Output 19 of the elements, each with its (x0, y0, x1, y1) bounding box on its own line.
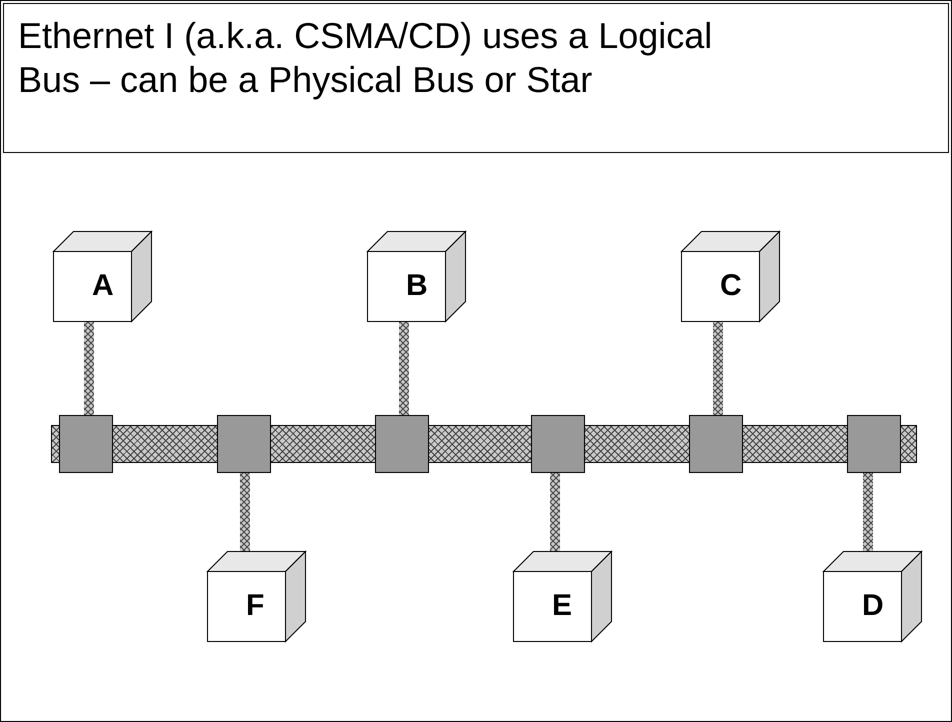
drop-cable (550, 473, 560, 551)
drop-cable (240, 473, 250, 551)
node-letter: B (406, 271, 428, 301)
node-letter: D (862, 591, 884, 621)
tap-connector (847, 415, 901, 473)
drop-cable (713, 322, 723, 415)
tap-connector (217, 415, 271, 473)
node-letter: A (92, 271, 114, 301)
node-letter: F (246, 591, 264, 621)
slide-title: Ethernet I (a.k.a. CSMA/CD) uses a Logical Bus – can be a Physical Bus or Star (3, 3, 949, 153)
tap-connector (689, 415, 743, 473)
drop-cable (84, 322, 94, 415)
node-letter: C (720, 271, 742, 301)
tap-connector (59, 415, 113, 473)
node-letter: E (552, 591, 572, 621)
tap-connector (375, 415, 429, 473)
tap-connector (531, 415, 585, 473)
drop-cable (399, 322, 409, 415)
drop-cable (863, 473, 873, 551)
